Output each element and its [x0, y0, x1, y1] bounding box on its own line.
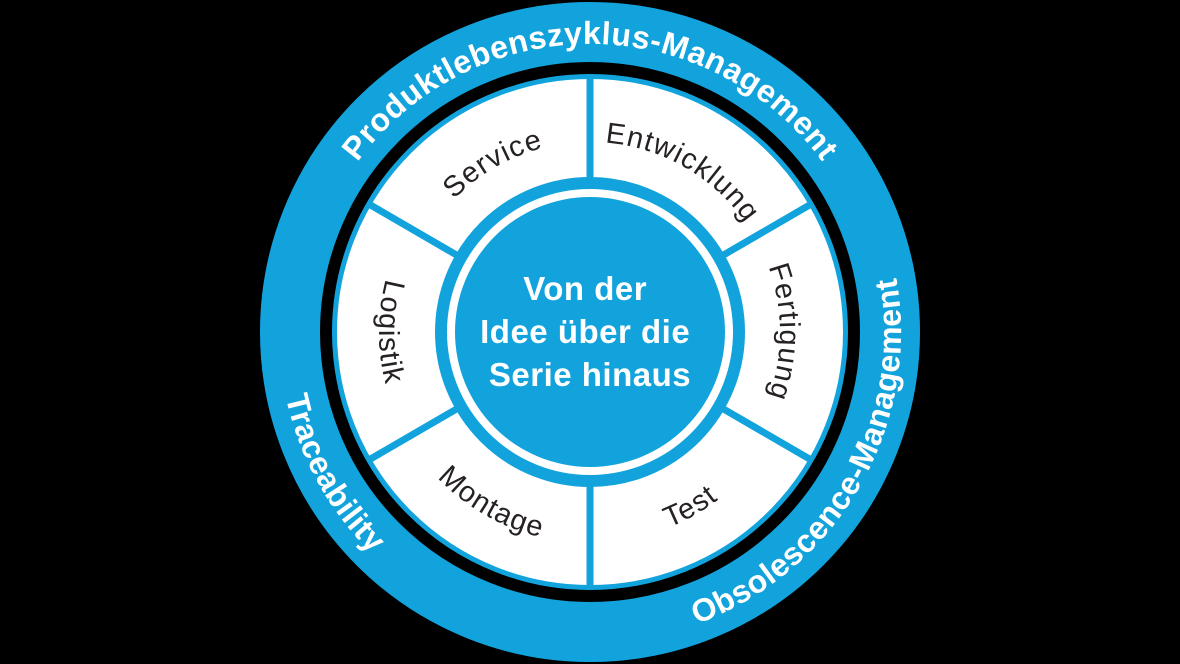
center-slogan: Von der Idee über die Serie hinaus — [480, 270, 700, 393]
divider-2-oclock — [718, 199, 815, 261]
divider-4-oclock — [718, 403, 815, 465]
center-slogan-line2: Idee über die — [480, 313, 690, 350]
center-circle — [455, 197, 725, 467]
segment-dividers — [365, 74, 815, 590]
center-slogan-line3: Serie hinaus — [489, 356, 691, 393]
center-slogan-line1: Von der — [523, 270, 647, 307]
divider-8-oclock — [365, 403, 462, 465]
segment-label-logistik: Logistik — [372, 277, 410, 387]
outer-ring-band — [260, 2, 920, 662]
divider-10-oclock — [365, 199, 462, 261]
